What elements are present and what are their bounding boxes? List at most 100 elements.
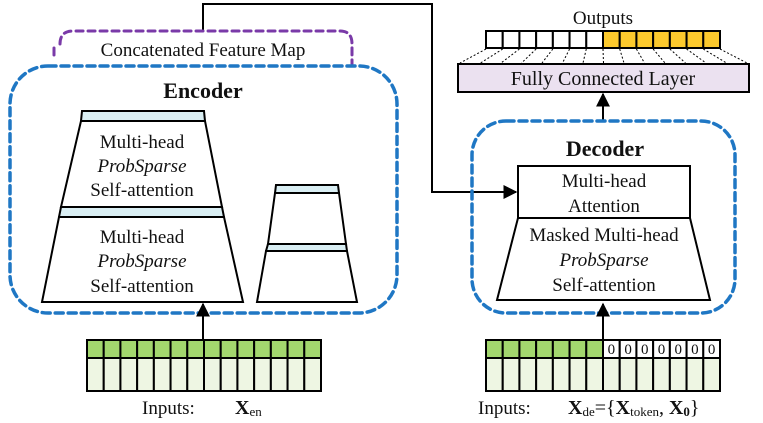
input-cell-body (635, 357, 655, 392)
input-cell-body (102, 357, 122, 392)
input-cell-body (652, 357, 671, 392)
input-cell-body (585, 357, 604, 392)
input-cell-top (253, 339, 272, 359)
encoder-input-grid (86, 339, 322, 392)
input-cell-top (303, 339, 322, 359)
input-cell-body (518, 357, 538, 392)
input-cell-body (618, 357, 638, 392)
feature-map-label: Concatenated Feature Map (101, 40, 306, 61)
zero-padding-value: 0 (624, 342, 632, 358)
input-cell-top (269, 339, 289, 359)
output-cell-empty (518, 30, 538, 49)
input-cell-top (551, 339, 571, 359)
output-cell-empty (485, 30, 504, 49)
fc-link (686, 48, 707, 64)
input-cell-top (585, 339, 604, 359)
input-cell-top (568, 339, 588, 359)
fc-link (602, 48, 604, 64)
block-line-italic: ProbSparse (96, 251, 186, 272)
input-cell-body (702, 357, 721, 392)
output-cell-empty (535, 30, 554, 49)
decoder-title: Decoder (566, 136, 644, 161)
layer-norm-band (58, 206, 225, 218)
output-cell-empty (585, 30, 604, 49)
block-outline (40, 216, 245, 303)
fc-layer-box (457, 63, 750, 93)
concatenated-feature-map: Concatenated Feature Map (52, 29, 354, 66)
fc-link (582, 48, 587, 64)
output-cell-prediction (602, 30, 621, 49)
input-cell-top (518, 339, 538, 359)
zero-padding-value: 0 (708, 342, 716, 358)
block-outline (495, 217, 712, 301)
input-cell-body (668, 357, 688, 392)
output-cell-prediction (685, 30, 705, 49)
fc-link (480, 48, 503, 64)
decoder-panel: Decoder Multi-head Attention Masked Mult… (470, 119, 737, 315)
output-cell-prediction (635, 30, 655, 49)
fc-link (619, 48, 625, 64)
input-cell-top (219, 339, 239, 359)
input-cell-body (602, 357, 621, 392)
input-cell-top (169, 339, 189, 359)
input-cell-top (119, 339, 139, 359)
encoder-input-label: Inputs: Xen (142, 397, 262, 419)
input-cell-body (568, 357, 588, 392)
input-cell-body (286, 357, 306, 392)
input-cell-body (303, 357, 322, 392)
input-cell-body (219, 357, 239, 392)
zero-padding-value: 0 (608, 342, 616, 358)
input-cell-body (551, 357, 571, 392)
input-cell-body (136, 357, 155, 392)
outputs-row (485, 30, 721, 49)
input-cell-top (86, 339, 105, 359)
decoder-input-formula: Xde={Xtoken, X0} (568, 397, 700, 419)
fc-link (652, 48, 666, 64)
input-cell-body (152, 357, 172, 392)
input-cell-body (253, 357, 272, 392)
block-line-italic: ProbSparse (96, 156, 186, 177)
input-cell-top (203, 339, 222, 359)
encoder-title: Encoder (163, 78, 243, 103)
input-cell-body (269, 357, 289, 392)
fc-link (459, 48, 487, 64)
input-cell-top (501, 339, 521, 359)
input-cell-body (685, 357, 705, 392)
fc-connections (459, 48, 748, 64)
output-cell-prediction (668, 30, 688, 49)
input-cell-top (485, 339, 504, 359)
inputs-label: Inputs: (142, 398, 195, 419)
encoder-attention-block-1: Multi-head ProbSparse Self-attention (59, 110, 224, 208)
fc-link (500, 48, 520, 64)
input-cell-body (86, 357, 105, 392)
outputs-label: Outputs (573, 8, 633, 29)
input-cell-body (501, 357, 521, 392)
block-line: Self-attention (552, 275, 656, 296)
layer-norm-band (265, 243, 348, 252)
inputs-label: Inputs: (478, 398, 531, 419)
fc-link (541, 48, 554, 64)
input-cell-top (102, 339, 122, 359)
fc-link (562, 48, 571, 64)
fc-link (521, 48, 537, 64)
fc-layer-label: Fully Connected Layer (511, 68, 696, 90)
block-line: Multi-head (562, 171, 647, 192)
output-cell-empty (501, 30, 521, 49)
block-line: Multi-head (100, 132, 185, 153)
output-cell-prediction (702, 30, 721, 49)
output-cell-prediction (652, 30, 671, 49)
input-cell-body (186, 357, 206, 392)
input-cell-body (535, 357, 554, 392)
input-symbol: Xen (235, 397, 262, 419)
block-line: Multi-head (100, 227, 185, 248)
decoder-attention-block: Multi-head Attention (517, 165, 691, 219)
input-cell-top (152, 339, 172, 359)
input-cell-body (203, 357, 222, 392)
zero-padding-value: 0 (658, 342, 666, 358)
encoder-distilled-stack (255, 184, 359, 303)
fc-link (719, 48, 748, 64)
block-line: Masked Multi-head (529, 225, 679, 246)
output-cell-empty (568, 30, 588, 49)
input-cell-top (535, 339, 554, 359)
